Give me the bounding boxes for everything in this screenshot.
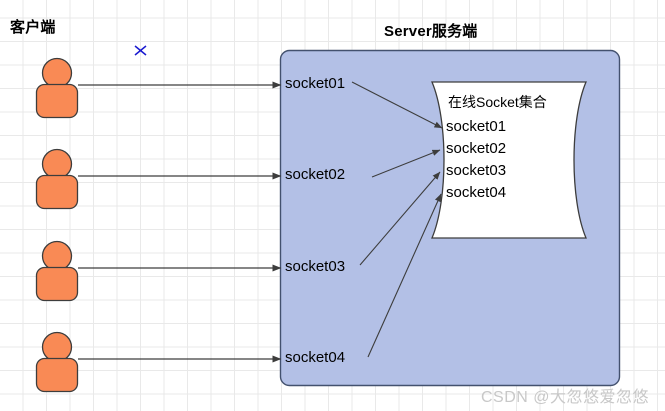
client-actor-4-icon: [35, 331, 79, 393]
socket-set-shape: [431, 81, 587, 239]
socket-set-item-2: socket02: [446, 140, 507, 157]
socket-set-item-4: socket04: [446, 184, 507, 201]
x-marker-icon: [134, 45, 147, 56]
watermark: CSDN @大忽悠爱忽悠: [481, 389, 650, 406]
server-socket-label-1: socket01: [285, 75, 346, 92]
arrow-socket04-to-set-item4: [367, 193, 442, 358]
client-actor-1-icon: [35, 57, 79, 119]
arrow-socket02-to-set-item2: [371, 149, 441, 178]
socket-set-item-3: socket03: [446, 162, 507, 179]
server-section-title: Server服务端: [384, 23, 478, 40]
arrow-socket03-to-set-item3: [359, 171, 441, 266]
socket-set-item-1: socket01: [446, 118, 507, 135]
server-socket-label-3: socket03: [285, 258, 346, 275]
client-section-title: 客户端: [10, 19, 56, 36]
server-socket-label-4: socket04: [285, 349, 346, 366]
socket-set-title: 在线Socket集合: [448, 94, 547, 110]
client-actor-2-icon: [35, 148, 79, 210]
arrow-socket01-to-set-item1: [351, 81, 443, 129]
client-actor-3-icon: [35, 240, 79, 302]
server-socket-label-2: socket02: [285, 166, 346, 183]
